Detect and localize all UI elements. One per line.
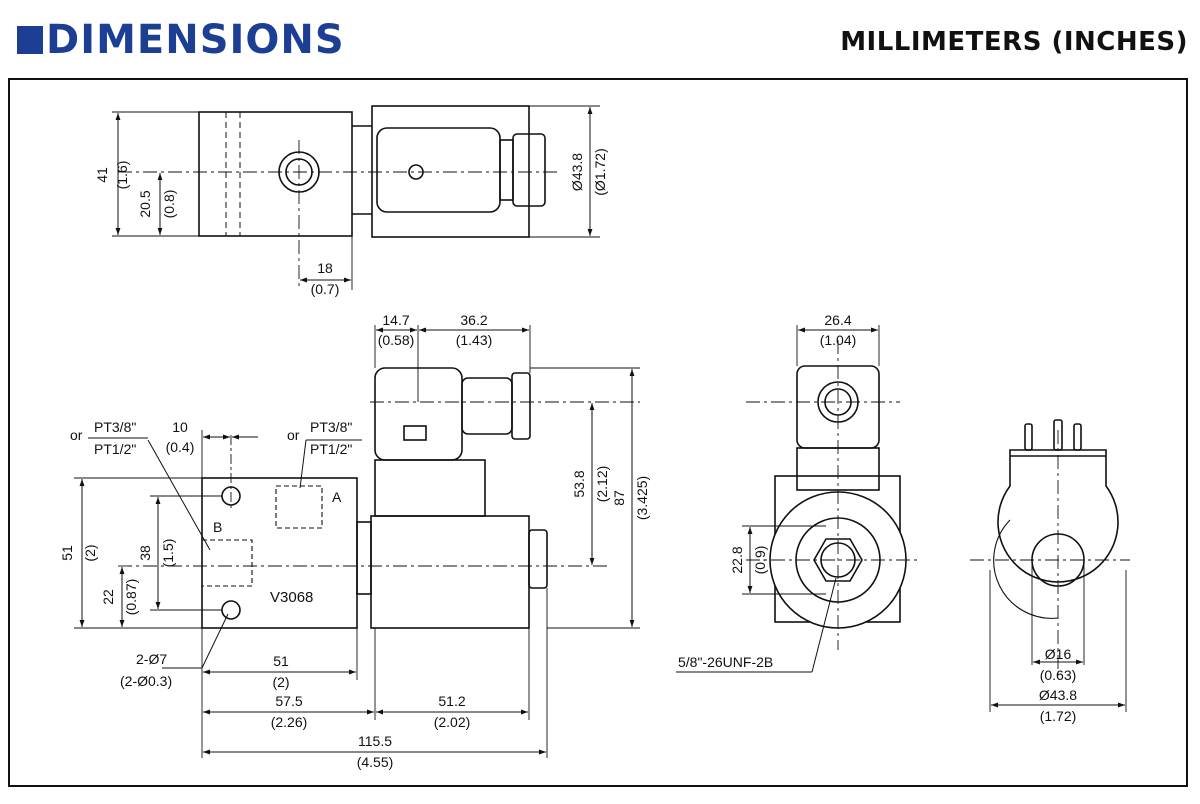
coil-view (970, 419, 1130, 712)
dim-36-2-in: (1.43) (456, 332, 493, 348)
dim-26-4-in: (1.04) (820, 332, 857, 348)
dim-18-in: (0.7) (311, 281, 340, 297)
dim-width-57-5-in: (2.26) (271, 714, 308, 730)
dim-22: 22 (100, 589, 116, 605)
dim-width-51-2-in: (2.02) (434, 714, 471, 730)
dim-41: 41 (94, 167, 110, 183)
dim-18: 18 (317, 260, 333, 276)
connector-side (374, 367, 463, 461)
port-b-or: or (70, 427, 83, 443)
dim-width-51-in: (2) (272, 674, 289, 690)
dim-36-2: 36.2 (460, 312, 487, 328)
dim-14-7-in: (0.58) (378, 332, 415, 348)
top-view (112, 105, 600, 290)
dim-20-5: 20.5 (137, 190, 153, 217)
end-view (676, 325, 918, 673)
dim-51-h-in: (2) (82, 544, 98, 561)
mount-hole-bottom (221, 600, 241, 620)
port-a-thread-2: PT1/2" (310, 441, 352, 457)
page-title: DIMENSIONS (46, 17, 345, 63)
port-b-thread-2: PT1/2" (94, 441, 136, 457)
dim-10-in: (0.4) (166, 439, 195, 455)
dim-16: Ø16 (1045, 646, 1072, 662)
port-a-label: A (332, 489, 342, 505)
dim-53-8: 53.8 (571, 470, 587, 497)
dim-22-8: 22.8 (729, 546, 745, 573)
dim-22-in: (0.87) (123, 579, 139, 616)
top-view-labels: 41 (1.6) 20.5 (0.8) 18 (0.7) Ø43.8 (Ø1.7… (94, 148, 608, 297)
dim-10: 10 (172, 419, 188, 435)
dim-38-in: (1.5) (160, 539, 176, 568)
model-number: V3068 (270, 589, 313, 606)
dim-43-8-top: Ø43.8 (569, 153, 585, 191)
thread-callout: 5/8"-26UNF-2B (678, 654, 773, 670)
coil-neck (374, 459, 486, 517)
coil-view-labels: Ø16 (0.63) Ø43.8 (1.72) (1039, 646, 1077, 724)
dim-width-115-5: 115.5 (358, 733, 392, 749)
dim-width-51-2: 51.2 (438, 693, 465, 709)
dim-43-8-coil-in: (1.72) (1040, 708, 1077, 724)
port-a-thread-1: PT3/8" (310, 419, 352, 435)
dim-53-8-in: (2.12) (594, 466, 610, 503)
valve-body-top (198, 111, 353, 237)
dim-87-in: (3.425) (634, 476, 650, 520)
connector-top (376, 127, 501, 213)
dim-width-51: 51 (273, 653, 289, 669)
dim-26-4: 26.4 (824, 312, 851, 328)
hole-callout-in: (2-Ø0.3) (120, 673, 172, 689)
coil-side (370, 515, 530, 629)
dim-width-57-5: 57.5 (275, 693, 302, 709)
port-b-label: B (213, 519, 222, 535)
dim-43-8-top-in: (Ø1.72) (592, 148, 608, 195)
dim-87: 87 (611, 490, 627, 506)
nut-top (512, 133, 546, 207)
hole-callout: 2-Ø7 (136, 651, 167, 667)
side-view-labels: 14.7 (0.58) 36.2 (1.43) 10 (0.4) or PT3/… (59, 312, 650, 770)
dim-20-5-in: (0.8) (161, 190, 177, 219)
dim-41-in: (1.6) (114, 161, 130, 190)
units-label: MILLIMETERS (INCHES) (840, 27, 1188, 57)
dim-38: 38 (137, 545, 153, 561)
coil-body-top (371, 105, 530, 238)
header-accent-bar (17, 26, 43, 54)
dim-43-8-coil: Ø43.8 (1039, 687, 1077, 703)
port-b-thread-1: PT3/8" (94, 419, 136, 435)
drawing-frame (8, 78, 1188, 787)
side-view (74, 325, 640, 758)
terminal-pin-right (1073, 423, 1082, 451)
dim-22-8-in: (0.9) (752, 546, 768, 575)
dim-width-115-5-in: (4.55) (357, 754, 394, 770)
terminal-pin-left (1024, 423, 1033, 451)
dim-14-7: 14.7 (382, 312, 409, 328)
port-a-or: or (287, 427, 300, 443)
dim-16-in: (0.63) (1040, 667, 1077, 683)
dim-51-h: 51 (59, 545, 75, 561)
end-view-labels: 26.4 (1.04) 22.8 (0.9) 5/8"-26UNF-2B (678, 312, 856, 670)
